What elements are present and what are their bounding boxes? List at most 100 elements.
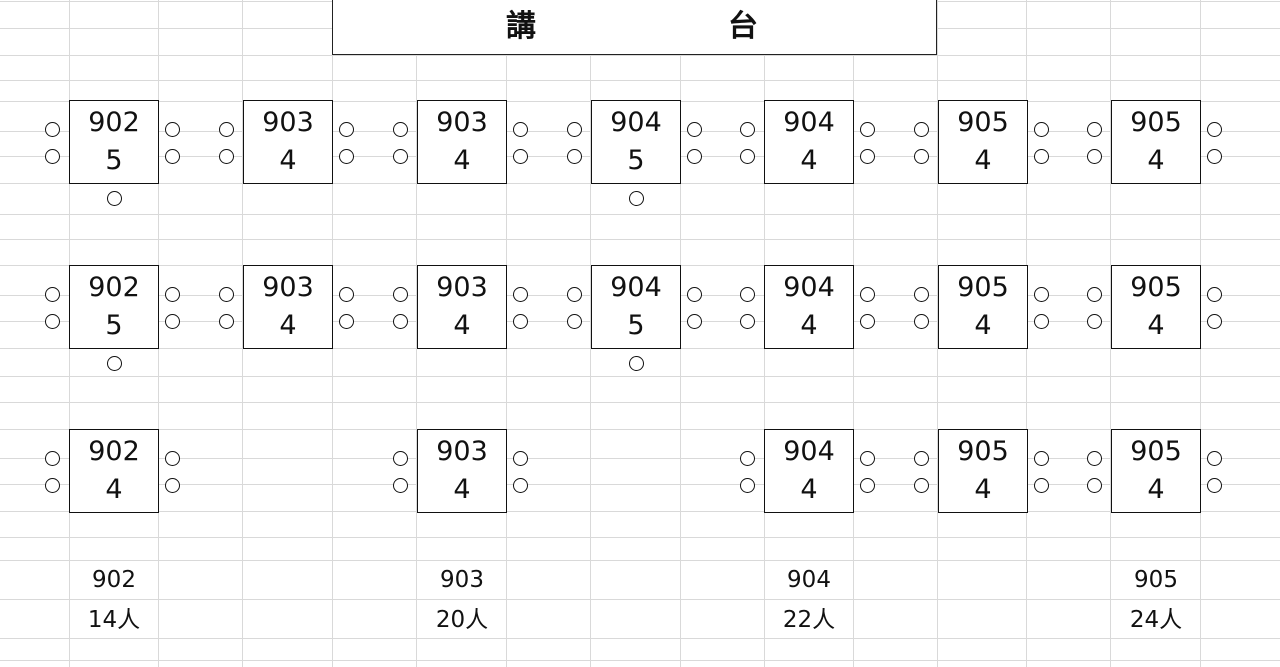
seat-icon bbox=[860, 287, 875, 302]
desk-count: 5 bbox=[105, 310, 123, 341]
desk-class: 903 bbox=[436, 107, 488, 138]
grid-line bbox=[0, 80, 1280, 81]
seat-icon bbox=[1087, 451, 1102, 466]
seat-icon bbox=[165, 287, 180, 302]
desk-count: 4 bbox=[974, 310, 992, 341]
podium-char-2: 台 bbox=[728, 9, 758, 44]
seat-icon bbox=[1207, 122, 1222, 137]
grid-line bbox=[416, 0, 417, 667]
grid-line bbox=[0, 458, 1280, 459]
summary-total: 20人 bbox=[435, 607, 489, 633]
seat-icon bbox=[740, 478, 755, 493]
desk-count: 4 bbox=[1147, 310, 1165, 341]
seat-icon bbox=[740, 314, 755, 329]
desk-class: 905 bbox=[957, 272, 1009, 303]
desk-class: 904 bbox=[783, 436, 835, 467]
seat-icon bbox=[1034, 314, 1049, 329]
grid-line bbox=[0, 429, 1280, 430]
grid-line bbox=[0, 239, 1280, 240]
seat-icon bbox=[1207, 149, 1222, 164]
seat-icon bbox=[914, 287, 929, 302]
seat-icon bbox=[914, 478, 929, 493]
seat-icon bbox=[1034, 451, 1049, 466]
seat-icon bbox=[1034, 478, 1049, 493]
seat-icon bbox=[567, 287, 582, 302]
seat-icon bbox=[740, 287, 755, 302]
seat-icon bbox=[513, 478, 528, 493]
seat-icon bbox=[393, 314, 408, 329]
seat-icon bbox=[860, 122, 875, 137]
seat-icon bbox=[165, 122, 180, 137]
seat-icon bbox=[687, 122, 702, 137]
seat-icon bbox=[914, 122, 929, 137]
desk-class: 905 bbox=[957, 436, 1009, 467]
seat-icon bbox=[165, 149, 180, 164]
seat-icon bbox=[339, 149, 354, 164]
desk-count: 4 bbox=[279, 145, 297, 176]
summary-class: 903 bbox=[440, 567, 484, 593]
desk-count: 4 bbox=[453, 474, 471, 505]
seat-icon bbox=[219, 314, 234, 329]
desk-class: 903 bbox=[436, 436, 488, 467]
grid-line bbox=[0, 660, 1280, 661]
summary-class: 902 bbox=[92, 567, 136, 593]
seat-icon bbox=[45, 122, 60, 137]
seat-icon bbox=[165, 314, 180, 329]
seat-icon bbox=[107, 356, 122, 371]
seat-icon bbox=[629, 356, 644, 371]
seat-icon bbox=[860, 451, 875, 466]
seat-icon bbox=[45, 314, 60, 329]
desk-count: 4 bbox=[1147, 145, 1165, 176]
seat-icon bbox=[914, 149, 929, 164]
seat-icon bbox=[393, 451, 408, 466]
desk-count: 4 bbox=[800, 145, 818, 176]
desk-class: 905 bbox=[957, 107, 1009, 138]
grid-line bbox=[0, 560, 1280, 561]
seat-icon bbox=[687, 314, 702, 329]
seat-icon bbox=[1034, 149, 1049, 164]
summary-total: 14人 bbox=[87, 607, 141, 633]
podium-char-1: 講 bbox=[506, 9, 536, 44]
desk-class: 904 bbox=[783, 272, 835, 303]
desk-count: 4 bbox=[453, 145, 471, 176]
seat-icon bbox=[1087, 478, 1102, 493]
grid-line bbox=[0, 402, 1280, 403]
desk-class: 905 bbox=[1130, 436, 1182, 467]
seat-icon bbox=[1207, 314, 1222, 329]
summary-total: 22人 bbox=[782, 607, 836, 633]
grid-line bbox=[0, 537, 1280, 538]
seat-icon bbox=[1087, 149, 1102, 164]
seat-icon bbox=[1087, 122, 1102, 137]
grid-line bbox=[590, 0, 591, 667]
desk-count: 4 bbox=[105, 474, 123, 505]
desk-class: 902 bbox=[88, 107, 140, 138]
seat-icon bbox=[339, 122, 354, 137]
grid-line bbox=[0, 638, 1280, 639]
seat-icon bbox=[513, 287, 528, 302]
seat-icon bbox=[687, 287, 702, 302]
seat-icon bbox=[45, 451, 60, 466]
summary-total: 24人 bbox=[1129, 607, 1183, 633]
seat-icon bbox=[1087, 287, 1102, 302]
seat-icon bbox=[393, 287, 408, 302]
seat-icon bbox=[165, 451, 180, 466]
desk-class: 905 bbox=[1130, 107, 1182, 138]
seat-icon bbox=[165, 478, 180, 493]
desk-class: 902 bbox=[88, 272, 140, 303]
seat-icon bbox=[860, 149, 875, 164]
seat-icon bbox=[393, 478, 408, 493]
seat-icon bbox=[687, 149, 702, 164]
seat-icon bbox=[740, 451, 755, 466]
seat-icon bbox=[513, 451, 528, 466]
